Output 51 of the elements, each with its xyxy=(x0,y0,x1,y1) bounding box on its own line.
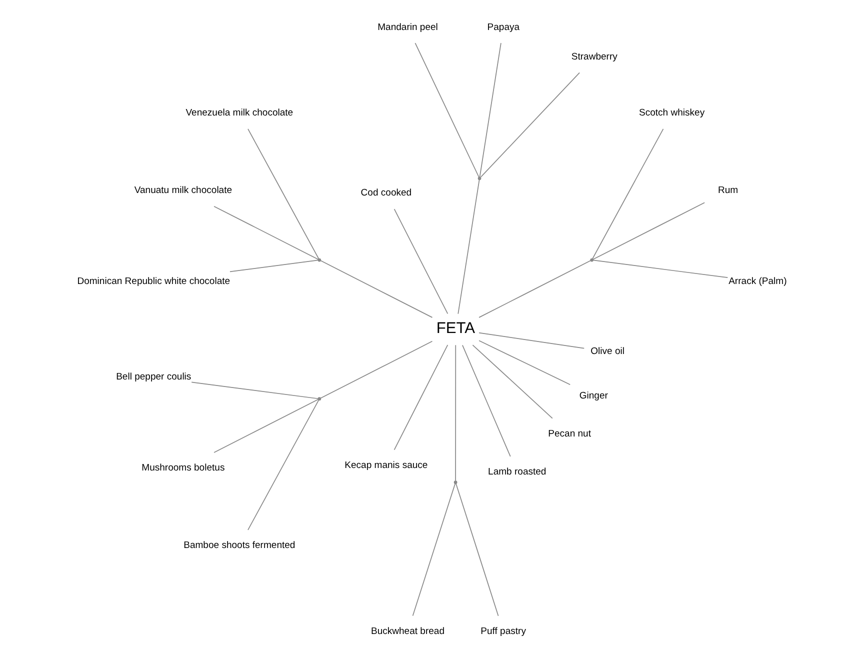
node-point xyxy=(477,176,481,180)
connector xyxy=(412,483,456,616)
connector xyxy=(478,260,590,318)
node-text: Bell pepper coulis xyxy=(116,372,191,383)
node-point xyxy=(317,258,321,262)
node-text: Ginger xyxy=(578,390,608,402)
connector xyxy=(478,42,501,178)
connector xyxy=(247,400,319,530)
connector xyxy=(414,42,479,178)
node-text: Rum xyxy=(717,185,738,196)
node-text: Arrack (Palm) xyxy=(728,276,786,287)
connector xyxy=(454,344,456,482)
node-text: Pecan nut xyxy=(548,428,591,440)
node-text: Dominican Republic white chocolate xyxy=(76,276,230,288)
connector xyxy=(462,344,510,457)
connector xyxy=(320,260,432,318)
node-text: FETA xyxy=(436,320,474,338)
node-point xyxy=(317,397,321,400)
connector xyxy=(592,260,728,278)
node-text: Puff pastry xyxy=(480,626,526,637)
connector xyxy=(478,340,570,386)
connector xyxy=(457,179,480,314)
connector xyxy=(393,344,448,450)
connector xyxy=(320,340,432,399)
node-text: Vanuatu milk chocolate xyxy=(134,185,232,196)
connector xyxy=(190,382,318,400)
node-text: Papaya xyxy=(486,22,520,33)
node-text: Kecap manis sauce xyxy=(344,460,428,472)
node-text: Buckwheat bread xyxy=(370,626,444,637)
node-text: Strawberry xyxy=(570,51,617,62)
node-text: Lamb roasted xyxy=(488,466,546,478)
node-text: Venezuela milk chocolate xyxy=(185,108,293,119)
node-text: Mushrooms boletus xyxy=(141,462,224,474)
node-point xyxy=(590,258,593,262)
connector xyxy=(592,128,664,260)
node-text: Bamboe shoots fermented xyxy=(183,540,295,552)
node-text: Mandarin peel xyxy=(377,22,438,33)
connector xyxy=(247,128,319,260)
connector xyxy=(213,398,318,453)
node-text: Scotch whiskey xyxy=(638,108,704,119)
node-text: Cod cooked xyxy=(360,188,412,199)
connector xyxy=(480,72,580,178)
connector xyxy=(229,260,318,272)
node-point xyxy=(453,480,457,484)
connector xyxy=(393,208,448,314)
connector xyxy=(472,344,552,419)
connector xyxy=(213,206,318,260)
node-text: Olive oil xyxy=(590,346,624,358)
connector xyxy=(478,332,584,349)
connector xyxy=(455,483,498,616)
connector xyxy=(592,202,704,260)
